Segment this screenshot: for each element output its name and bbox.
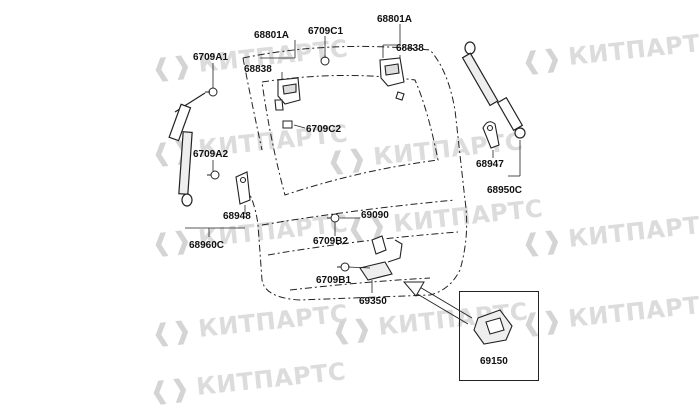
part-label-68948: 68948 (223, 211, 251, 222)
right-hinge (379, 57, 405, 101)
part-label-6709B2: 6709B2 (313, 236, 349, 247)
part-label-69150: 69150 (480, 356, 508, 367)
part-label-69090: 69090 (361, 210, 389, 221)
bolts (205, 55, 350, 272)
part-label-68947: 68947 (476, 159, 504, 170)
left-gas-strut (168, 92, 206, 207)
leader-lines (185, 24, 521, 293)
part-label-6709B1: 6709B1 (316, 275, 352, 286)
detail-inset-box (459, 291, 539, 381)
part-label-6709A2: 6709A2 (193, 149, 229, 160)
left-strut-bracket (235, 171, 251, 205)
part-label-6709C1: 6709C1 (308, 26, 344, 37)
part-label-6709A1: 6709A1 (193, 52, 229, 63)
latch-actuator (473, 309, 513, 345)
tailgate-outline (242, 45, 468, 301)
part-label-68801A-left: 68801A (254, 30, 290, 41)
right-strut-bracket (482, 121, 500, 149)
part-label-6709C2: 6709C2 (306, 124, 342, 135)
part-label-68838-right: 68838 (396, 43, 424, 54)
part-label-68960C: 68960C (189, 240, 225, 251)
part-label-68950C: 68950C (487, 185, 523, 196)
left-hinge (274, 77, 301, 111)
part-label-68801A-right: 68801A (377, 14, 413, 25)
part-label-68838-left: 68838 (244, 64, 272, 75)
right-gas-strut (461, 41, 526, 139)
latch-assembly (359, 235, 403, 281)
part-label-69350: 69350 (359, 296, 387, 307)
